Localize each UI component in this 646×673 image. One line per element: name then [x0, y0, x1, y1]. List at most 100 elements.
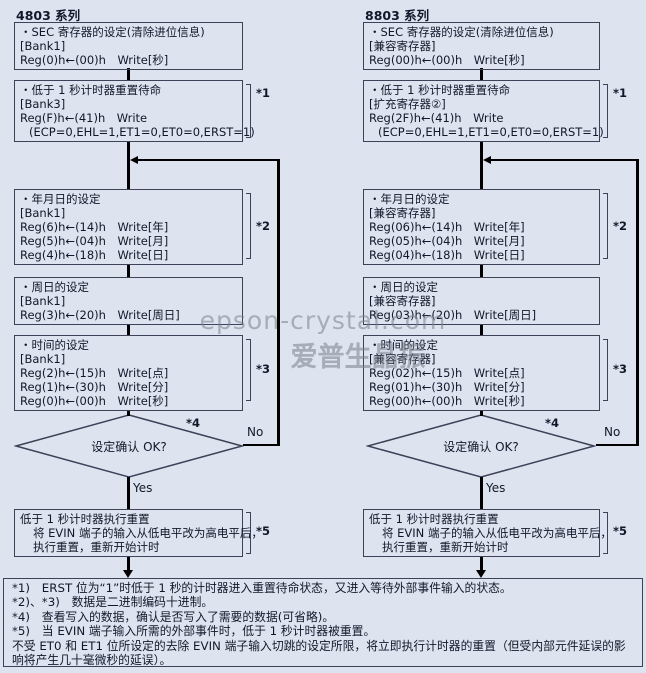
note-label: *4 [545, 416, 560, 430]
connector-line [480, 477, 483, 510]
box-line: Reg(04)h←(18)h Write[日] [369, 248, 525, 262]
box-line: [Bank3] [20, 97, 66, 111]
note-label: *3 [256, 362, 271, 376]
arrowhead-down-icon [123, 570, 133, 578]
no-branch-line [596, 444, 637, 446]
footnote-line: *4) 查看写入的数据，确认是否写入了需要的数据(可省略)。 [12, 609, 335, 624]
box-timer-reset-execute: 低于 1 秒计时器执行重置 将 EVIN 端子的输入从低电平改为高电平后， 执行… [14, 509, 263, 557]
box-line: Reg(2F)h←(41)h Write [369, 111, 504, 125]
box-line: Reg(00)h←(00)h Write[秒] [369, 394, 525, 408]
box-line: ・低于 1 秒计时器重置待命 [20, 83, 162, 97]
box-weekday-setting: ・周日的设定 [Bank1] Reg(3)h←(20)h Write[周日] [14, 277, 243, 325]
box-line: [Bank1] [20, 206, 66, 220]
connector-line [480, 141, 483, 190]
decision-label: 设定确认 OK? [443, 439, 519, 454]
box-line: Reg(3)h←(20)h Write[周日] [20, 308, 180, 322]
box-line: Reg(01)h←(30)h Write[分] [369, 380, 525, 394]
annotation-bracket [603, 512, 608, 554]
note-label: *4 [186, 416, 201, 430]
footnote-line: *5) 当 EVIN 端子输入所需的外部事件时，低于 1 秒计时器被重置。 [12, 624, 376, 639]
annotation-bracket [246, 193, 251, 259]
annotation-bracket [603, 339, 608, 401]
connector-line [127, 410, 130, 416]
connector-line [127, 141, 130, 190]
connector-line [127, 477, 130, 510]
column-title-8803: 8803 系列 [365, 8, 430, 23]
box-line: 将 EVIN 端子的输入从低电平改为高电平后， [382, 526, 612, 540]
box-line: [Bank1] [20, 39, 66, 53]
box-line: (ECP=0,EHL=1,ET1=0,ET0=0,ERST=1) [29, 125, 255, 139]
box-line: [兼容寄存器] [369, 39, 436, 53]
box-line: ・周日的设定 [20, 280, 89, 294]
connector-line [480, 324, 483, 336]
box-line: ・低于 1 秒计时器重置待命 [369, 83, 511, 97]
box-line: [Bank1] [20, 352, 66, 366]
annotation-bracket [246, 339, 251, 401]
box-line: Reg(5)h←(04)h Write[月] [20, 234, 169, 248]
box-line: Reg(06)h←(14)h Write[年] [369, 220, 525, 234]
box-line: Reg(4)h←(18)h Write[日] [20, 248, 169, 262]
box-line: ・SEC 寄存器的设定(清除进位信息) [20, 25, 205, 39]
box-line: Reg(0)h←(00)h Write[秒] [20, 53, 169, 67]
connector-line [480, 264, 483, 278]
box-line: 低于 1 秒计时器执行重置 [369, 512, 499, 526]
note-label: *1 [256, 86, 271, 100]
box-line: [兼容寄存器] [369, 294, 436, 308]
no-branch-label: No [247, 425, 264, 439]
note-label: *2 [256, 219, 271, 233]
box-timer-reset-execute: 低于 1 秒计时器执行重置 将 EVIN 端子的输入从低电平改为高电平后， 执行… [363, 509, 612, 557]
box-sec-register-setting: ・SEC 寄存器的设定(清除进位信息) [兼容寄存器] Reg(00)h←(00… [363, 22, 600, 70]
box-line: 执行重置，重新开始计时 [33, 540, 160, 554]
footnotes-box: *1) ERST 位为“1”时低于 1 秒的计时器进入重置待命状态，又进入等待外… [3, 578, 643, 667]
box-timer-reset-standby: ・低于 1 秒计时器重置待命 [扩充寄存器②] Reg(2F)h←(41)h W… [363, 80, 604, 142]
box-line: Reg(F)h←(41)h Write [20, 111, 148, 125]
yes-branch-label: Yes [133, 481, 153, 495]
decision-diamond: 设定确认 OK? [14, 414, 244, 478]
column-title-4803: 4803 系列 [16, 8, 81, 23]
decision-diamond: 设定确认 OK? [366, 414, 596, 478]
decision-label: 设定确认 OK? [91, 439, 167, 454]
note-label: *3 [613, 362, 628, 376]
box-line: 低于 1 秒计时器执行重置 [20, 512, 150, 526]
box-line: Reg(02)h←(15)h Write[点] [369, 366, 525, 380]
box-line: 将 EVIN 端子的输入从低电平改为高电平后， [33, 526, 263, 540]
box-line: ・周日的设定 [369, 280, 438, 294]
no-branch-line [243, 444, 279, 446]
footnote-line: *1) ERST 位为“1”时低于 1 秒的计时器进入重置待命状态，又进入等待外… [12, 581, 512, 595]
connector-line [127, 324, 130, 336]
box-date-setting: ・年月日的设定 [兼容寄存器] Reg(06)h←(14)h Write[年] … [363, 189, 600, 265]
box-line: ・时间的设定 [369, 338, 438, 352]
note-label: *5 [256, 524, 271, 538]
box-weekday-setting: ・周日的设定 [兼容寄存器] Reg(03)h←(20)h Write[周日] [363, 277, 600, 325]
box-line: (ECP=0,EHL=1,ET1=0,ET0=0,ERST=1) [378, 125, 604, 139]
box-timer-reset-standby: ・低于 1 秒计时器重置待命 [Bank3] Reg(F)h←(41)h Wri… [14, 80, 255, 142]
box-date-setting: ・年月日的设定 [Bank1] Reg(6)h←(14)h Write[年] R… [14, 189, 243, 265]
annotation-bracket [246, 84, 251, 138]
connector-line [480, 556, 483, 571]
box-line: ・SEC 寄存器的设定(清除进位信息) [369, 25, 554, 39]
box-line: Reg(6)h←(14)h Write[年] [20, 220, 169, 234]
box-line: Reg(00)h←(00)h Write[秒] [369, 53, 525, 67]
note-label: *5 [613, 524, 628, 538]
box-line: [Bank1] [20, 294, 66, 308]
box-line: 执行重置，重新开始计时 [382, 540, 509, 554]
connector-line [480, 410, 483, 416]
arrowhead-down-icon [476, 570, 486, 578]
connector-line [127, 556, 130, 571]
connector-line [127, 68, 130, 81]
box-line: Reg(0)h←(00)h Write[秒] [20, 394, 169, 408]
loopback-line-horizontal [491, 159, 637, 161]
footnote-line: 不受 ET0 和 ET1 位所设定的去除 EVIN 端子输入切跳的设定所限，将立… [12, 638, 626, 668]
box-line: ・时间的设定 [20, 338, 89, 352]
column-4803: 4803 系列 ・SEC 寄存器的设定(清除进位信息) [Bank1] Reg(… [0, 0, 300, 578]
annotation-bracket [603, 84, 608, 138]
yes-branch-label: Yes [486, 481, 506, 495]
box-line: Reg(03)h←(20)h Write[周日] [369, 308, 537, 322]
box-line: Reg(1)h←(30)h Write[分] [20, 380, 169, 394]
box-line: [兼容寄存器] [369, 352, 436, 366]
connector-line [480, 68, 483, 81]
no-branch-label: No [604, 425, 621, 439]
arrowhead-left-icon [130, 156, 138, 164]
note-label: *1 [613, 86, 628, 100]
